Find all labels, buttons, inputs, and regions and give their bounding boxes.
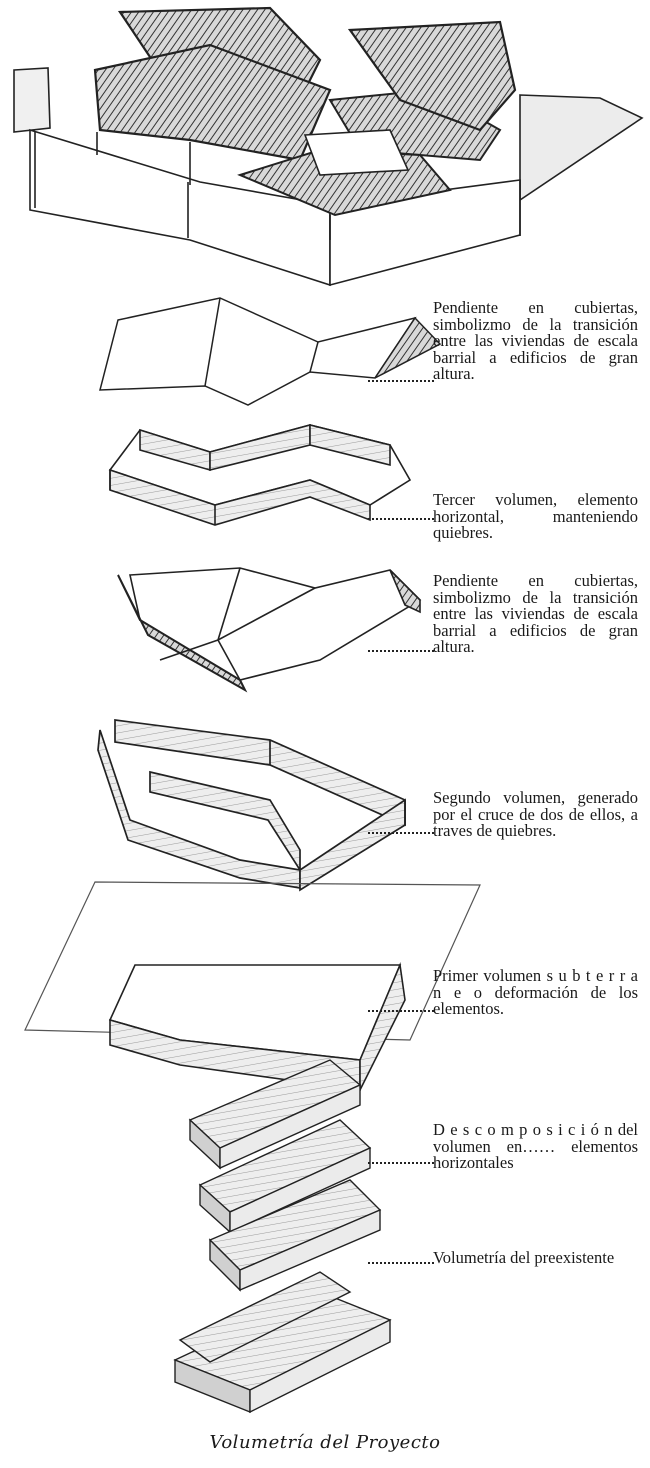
annotation-third-volume: Tercer volumen, elemento horizontal, man… bbox=[433, 490, 638, 542]
leader-first-volume bbox=[368, 1010, 434, 1012]
annotation-first-volume: Primer volumen s u b t e r r a n e o def… bbox=[433, 966, 638, 1018]
layer-decomposition-sketch bbox=[188, 1059, 382, 1292]
leader-second-volume bbox=[368, 832, 434, 834]
leader-pre-existing bbox=[368, 1262, 434, 1264]
layer-preexisting-sketch bbox=[173, 1271, 392, 1414]
leader-roof-slope-2 bbox=[368, 650, 434, 652]
annotation-pre-existing: Volumetría del preexistente bbox=[433, 1248, 615, 1267]
annotation-roof-slope-1: Pendiente en cubiertas, simbolizmo de la… bbox=[433, 298, 638, 383]
layer-third-volume-sketch bbox=[108, 423, 412, 526]
leader-decomposition bbox=[368, 1162, 434, 1164]
figure-caption: Volumetría del Proyecto bbox=[209, 1432, 441, 1453]
layer-second-volume-sketch bbox=[97, 719, 406, 892]
annotation-second-volume: Segundo volumen, generado por el cruce d… bbox=[433, 788, 638, 840]
layer-roof-slope-sketch bbox=[117, 567, 422, 693]
annotation-decomposition: D e s c o m p o s i c i ó n del volumen … bbox=[433, 1120, 638, 1172]
full-building-sketch bbox=[13, 6, 644, 287]
annotation-roof-slope-2: Pendiente en cubiertas, simbolizmo de la… bbox=[433, 571, 638, 656]
layer-upper-roof-sketch bbox=[99, 297, 442, 406]
leader-roof-slope-1 bbox=[368, 380, 434, 382]
leader-third-volume bbox=[368, 518, 434, 520]
layer-first-volume-sketch bbox=[24, 881, 481, 1091]
